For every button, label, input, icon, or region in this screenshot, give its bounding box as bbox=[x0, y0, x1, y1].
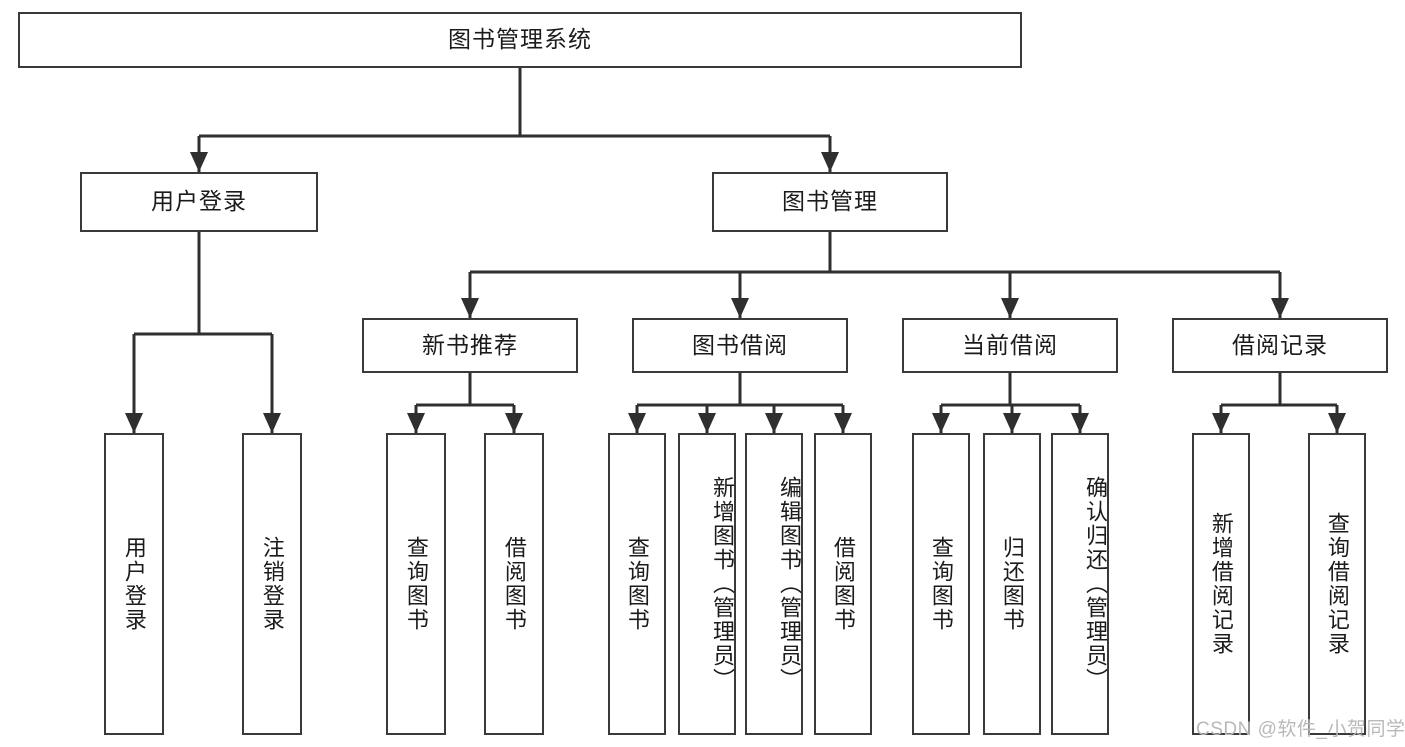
node-label: 图书管理系统 bbox=[448, 26, 592, 53]
node-label: 当前借阅 bbox=[962, 331, 1058, 358]
node-book-borrow[interactable]: 图书借阅 bbox=[632, 318, 848, 373]
edge-user-login-to-leaves-arrowhead bbox=[263, 413, 281, 433]
edge-borrow-record-to-leaves-arrowhead bbox=[1328, 413, 1346, 433]
edge-book-borrow-to-leaves-arrowhead bbox=[834, 413, 852, 433]
node-label: 用户登录 bbox=[151, 188, 247, 215]
node-leaf-add-borrow-record[interactable]: 新增借阅记录 bbox=[1192, 433, 1250, 735]
node-user-login[interactable]: 用户登录 bbox=[80, 172, 318, 232]
edge-new-book-rec-to-leaves-arrowhead bbox=[505, 413, 523, 433]
node-label: 借阅图书 bbox=[830, 536, 856, 632]
edge-book-borrow-to-leaves-arrowhead bbox=[698, 413, 716, 433]
node-root-system[interactable]: 图书管理系统 bbox=[18, 12, 1022, 68]
node-label: 借阅记录 bbox=[1232, 331, 1328, 358]
csdn-watermark: CSDN @软件_小贺同学 bbox=[1196, 719, 1405, 740]
edge-borrow-record-to-leaves-arrowhead bbox=[1212, 413, 1230, 433]
node-label: 查询图书 bbox=[624, 536, 650, 632]
node-leaf-query-book-recommendation[interactable]: 查询图书 bbox=[386, 433, 446, 735]
edge-current-borrow-to-leaves-arrowhead bbox=[932, 413, 950, 433]
node-label: 确认归还（管理员） bbox=[1083, 476, 1108, 692]
node-label: 编辑图书（管理员） bbox=[777, 476, 802, 692]
node-label: 新书推荐 bbox=[422, 331, 518, 358]
edge-new-book-rec-to-leaves-arrowhead bbox=[407, 413, 425, 433]
node-label: 图书管理 bbox=[782, 188, 878, 215]
edge-current-borrow-to-leaves-arrowhead bbox=[1071, 413, 1089, 433]
node-book-management[interactable]: 图书管理 bbox=[712, 172, 948, 232]
node-label: 借阅图书 bbox=[501, 536, 527, 632]
node-leaf-logout[interactable]: 注销登录 bbox=[242, 433, 302, 735]
node-borrow-record[interactable]: 借阅记录 bbox=[1172, 318, 1388, 373]
edge-book-manage-to-level3-arrowhead bbox=[1271, 298, 1289, 318]
edge-book-manage-to-level3-arrowhead bbox=[1001, 298, 1019, 318]
edge-book-borrow-to-leaves-arrowhead bbox=[765, 413, 783, 433]
node-label: 新增借阅记录 bbox=[1208, 512, 1234, 656]
edge-user-login-to-leaves-arrowhead bbox=[125, 413, 143, 433]
edge-book-manage-to-level3-arrowhead bbox=[731, 298, 749, 318]
node-label: 新增图书（管理员） bbox=[710, 476, 735, 692]
node-label: 查询图书 bbox=[928, 536, 954, 632]
node-leaf-confirm-return-admin[interactable]: 确认归还（管理员） bbox=[1051, 433, 1109, 735]
node-label: 注销登录 bbox=[259, 536, 285, 632]
node-label: 图书借阅 bbox=[692, 331, 788, 358]
node-label: 用户登录 bbox=[121, 536, 147, 632]
node-label: 查询借阅记录 bbox=[1324, 512, 1350, 656]
node-leaf-query-book-borrow[interactable]: 查询图书 bbox=[608, 433, 666, 735]
node-label: 归还图书 bbox=[999, 536, 1025, 632]
node-current-borrow[interactable]: 当前借阅 bbox=[902, 318, 1118, 373]
node-label: 查询图书 bbox=[403, 536, 429, 632]
node-leaf-return-book[interactable]: 归还图书 bbox=[983, 433, 1041, 735]
node-leaf-query-borrow-record[interactable]: 查询借阅记录 bbox=[1308, 433, 1366, 735]
edge-book-manage-to-level3-arrowhead bbox=[461, 298, 479, 318]
node-leaf-edit-book-admin[interactable]: 编辑图书（管理员） bbox=[745, 433, 803, 735]
node-new-book-recommendation[interactable]: 新书推荐 bbox=[362, 318, 578, 373]
node-leaf-user-login[interactable]: 用户登录 bbox=[104, 433, 164, 735]
node-leaf-borrow-book[interactable]: 借阅图书 bbox=[814, 433, 872, 735]
edge-current-borrow-to-leaves-arrowhead bbox=[1003, 413, 1021, 433]
node-leaf-query-book-current[interactable]: 查询图书 bbox=[912, 433, 970, 735]
edge-root-to-level2-arrowhead bbox=[821, 152, 839, 172]
edge-book-borrow-to-leaves-arrowhead bbox=[628, 413, 646, 433]
node-leaf-add-book-admin[interactable]: 新增图书（管理员） bbox=[678, 433, 736, 735]
edge-root-to-level2-arrowhead bbox=[190, 152, 208, 172]
node-leaf-borrow-book-recommendation[interactable]: 借阅图书 bbox=[484, 433, 544, 735]
